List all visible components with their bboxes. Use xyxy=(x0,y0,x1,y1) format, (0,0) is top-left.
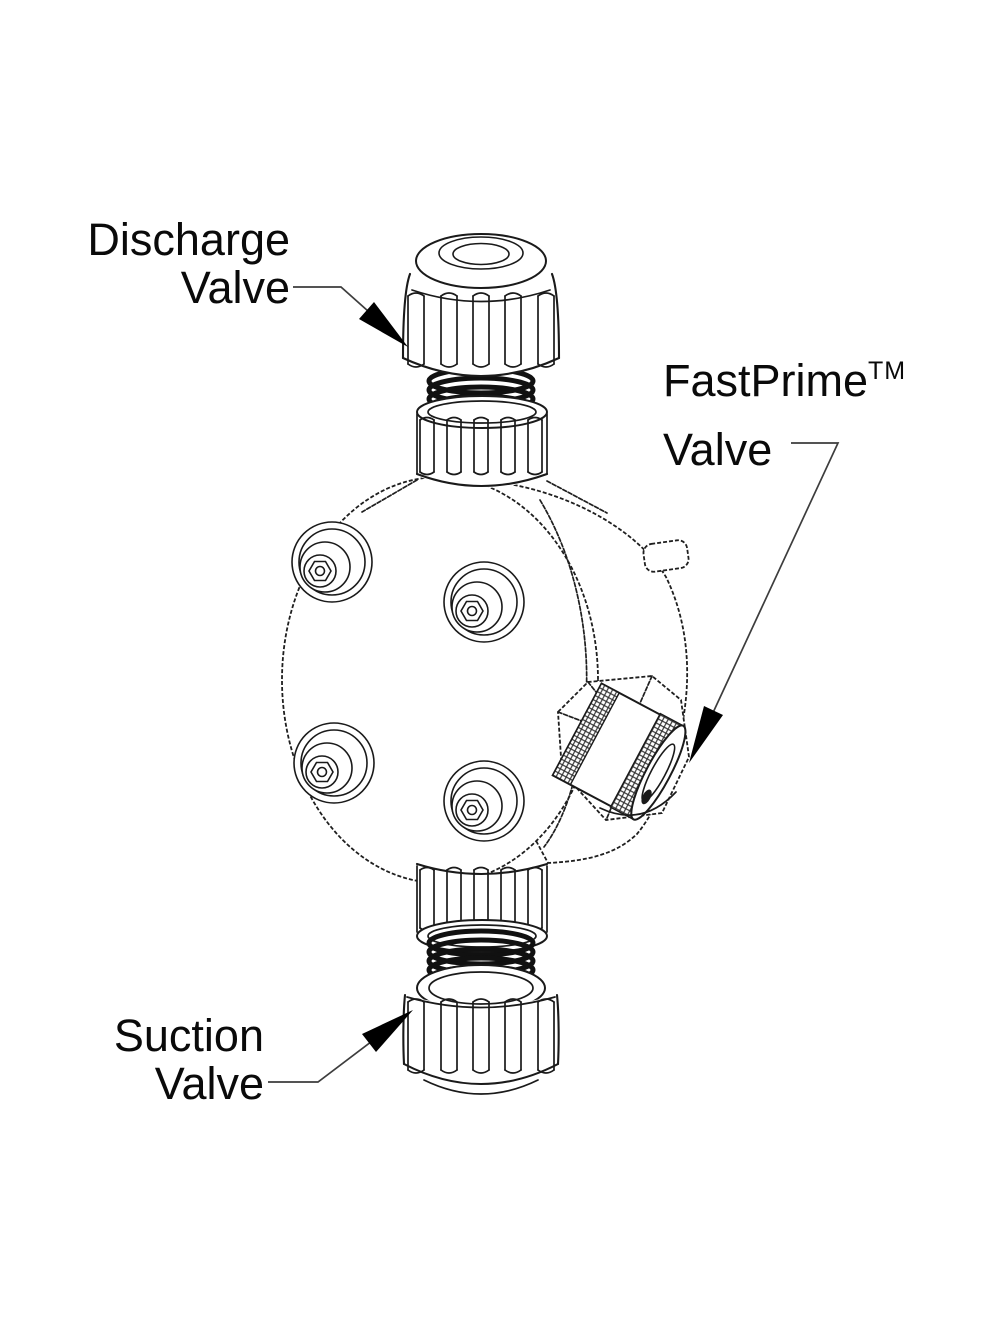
socket-head-bolt xyxy=(291,521,373,603)
fastprime-leader-line xyxy=(710,442,840,718)
discharge-union-collar xyxy=(415,395,549,488)
discharge-label-line1: Discharge xyxy=(87,214,290,265)
trademark-superscript: TM xyxy=(868,357,907,385)
fastprime-label-line1: FastPrimeTM xyxy=(663,350,906,419)
discharge-arrowhead xyxy=(359,302,408,347)
callout-leaders xyxy=(268,286,840,1083)
top-port-shoulder-lines xyxy=(361,479,608,514)
fastprime-label-line2: Valve xyxy=(663,424,773,475)
socket-head-bolt xyxy=(443,561,525,643)
suction-valve-assembly xyxy=(402,862,560,1095)
fastprime-knurled-knob xyxy=(551,682,687,821)
discharge-label-line2: Valve xyxy=(180,262,290,313)
suction-arrowhead xyxy=(362,1010,413,1052)
suction-cap-nut xyxy=(402,964,560,1095)
fastprime-boss-rim-arc xyxy=(599,791,677,816)
fastprime-valve-label: FastPrimeTM Valve xyxy=(663,350,906,481)
suction-valve-label: Suction Valve xyxy=(114,1012,264,1108)
fastprime-valve-assembly xyxy=(551,675,690,821)
fastprime-label-name: FastPrime xyxy=(663,355,869,406)
suction-leader-line xyxy=(268,1031,385,1083)
suction-label-line2: Valve xyxy=(154,1058,264,1109)
discharge-valve-assembly xyxy=(401,233,561,488)
socket-head-bolt xyxy=(443,760,525,842)
fastprime-arrowhead xyxy=(689,706,723,763)
discharge-cap-nut xyxy=(401,233,561,377)
suction-label-line1: Suction xyxy=(113,1010,264,1061)
fastprime-recess-hole xyxy=(641,789,652,805)
discharge-valve-label: Discharge Valve xyxy=(87,216,290,312)
alignment-pin xyxy=(642,539,690,573)
socket-head-bolt xyxy=(293,722,375,804)
